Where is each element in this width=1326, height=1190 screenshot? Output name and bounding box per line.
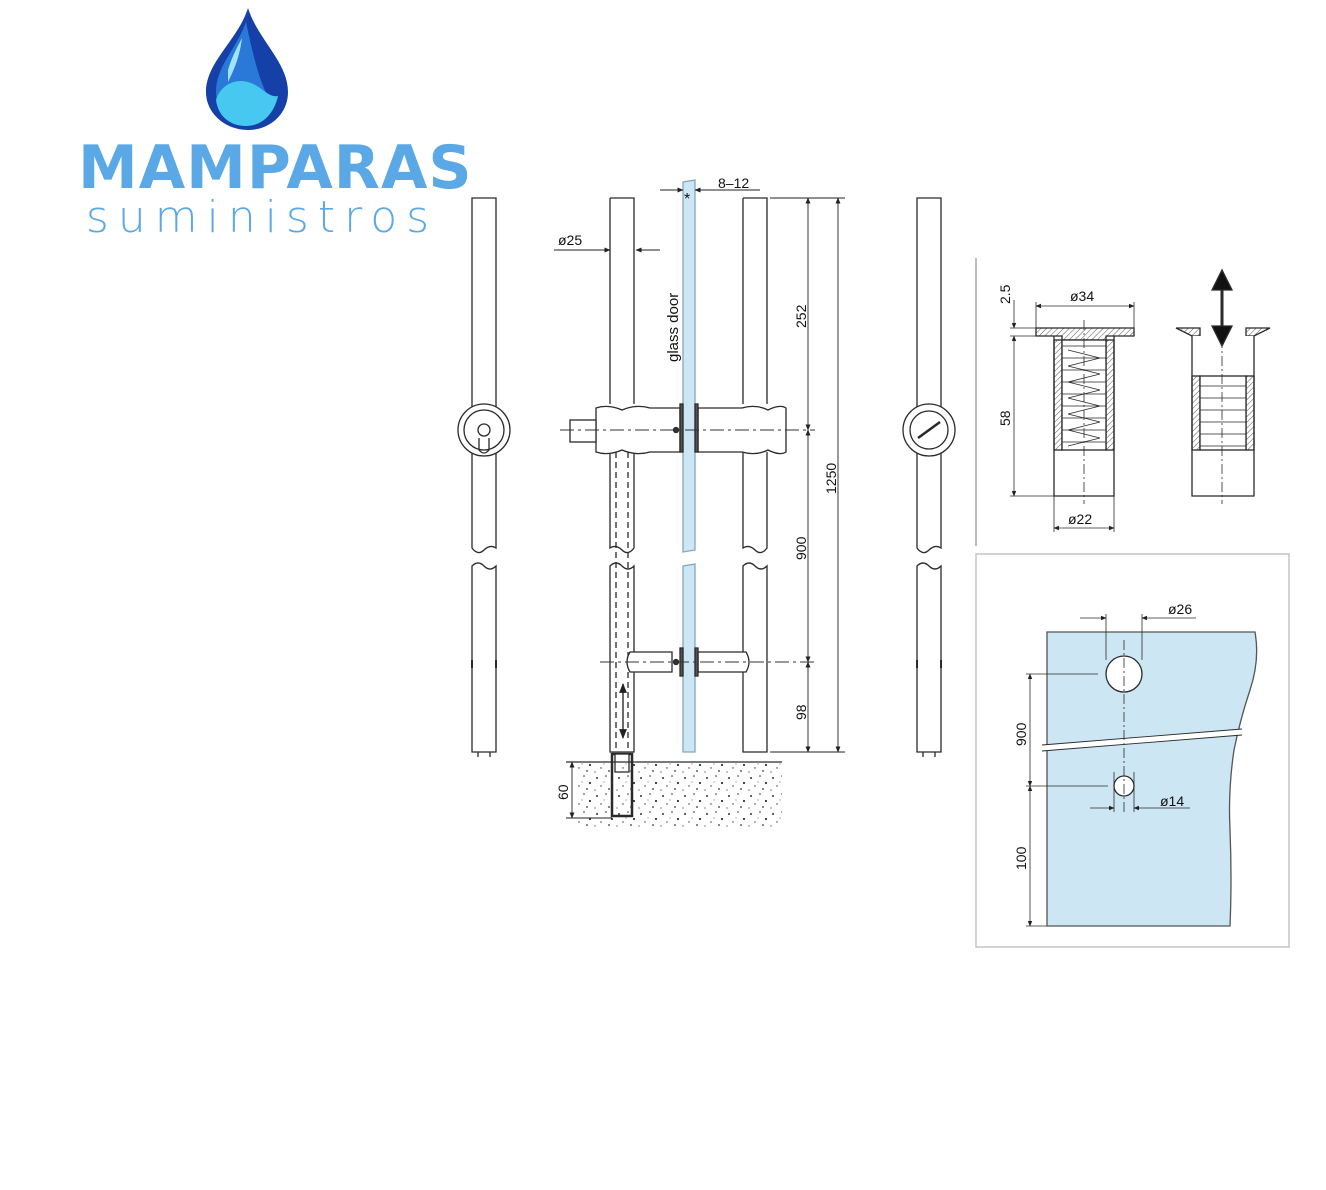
- drop-highlight: [228, 38, 242, 82]
- dim-top-252: 252: [793, 304, 809, 328]
- brand-tagline: suministros: [85, 192, 439, 243]
- water-drop-icon: [206, 8, 288, 130]
- dim-floor-depth-60: 60: [555, 784, 571, 800]
- glass-door-label: glass door: [665, 293, 682, 362]
- glass-door-panel: [682, 179, 696, 753]
- glass-hole-detail: [975, 553, 1290, 948]
- handle-bar-right: [697, 197, 787, 753]
- drop-light: [216, 80, 278, 126]
- dim-between-900: 900: [793, 536, 809, 560]
- brand-name: MAMPARAS: [78, 133, 473, 203]
- dim-handle-diameter: ø25: [558, 232, 582, 248]
- handle-bar-left: [569, 197, 681, 818]
- floor-socket-detail: [975, 258, 1271, 546]
- dim-hole-bottom: 100: [1013, 846, 1029, 870]
- concrete-floor: [566, 761, 782, 828]
- dim-bottom-98: 98: [793, 704, 809, 720]
- dim-socket-outer-diameter: ø34: [1070, 288, 1094, 304]
- dim-lower-hole: ø14: [1160, 793, 1184, 809]
- asterisk-mark: *: [684, 191, 690, 208]
- left-side-view: [457, 197, 511, 757]
- dim-socket-depth: 58: [997, 410, 1013, 426]
- dim-flange-thickness: 2.5: [997, 284, 1013, 304]
- front-view-dimensions: [554, 187, 845, 819]
- dim-upper-hole: ø26: [1168, 601, 1192, 617]
- brand-logo: MAMPARAS suministros: [70, 0, 473, 245]
- centerlines: [560, 429, 815, 663]
- dim-overall-1250: 1250: [823, 463, 839, 494]
- dim-hole-spacing: 900: [1013, 722, 1029, 746]
- dim-glass-thickness: 8–12: [718, 175, 749, 191]
- right-side-view: [902, 197, 956, 757]
- dim-socket-inner-diameter: ø22: [1068, 511, 1092, 527]
